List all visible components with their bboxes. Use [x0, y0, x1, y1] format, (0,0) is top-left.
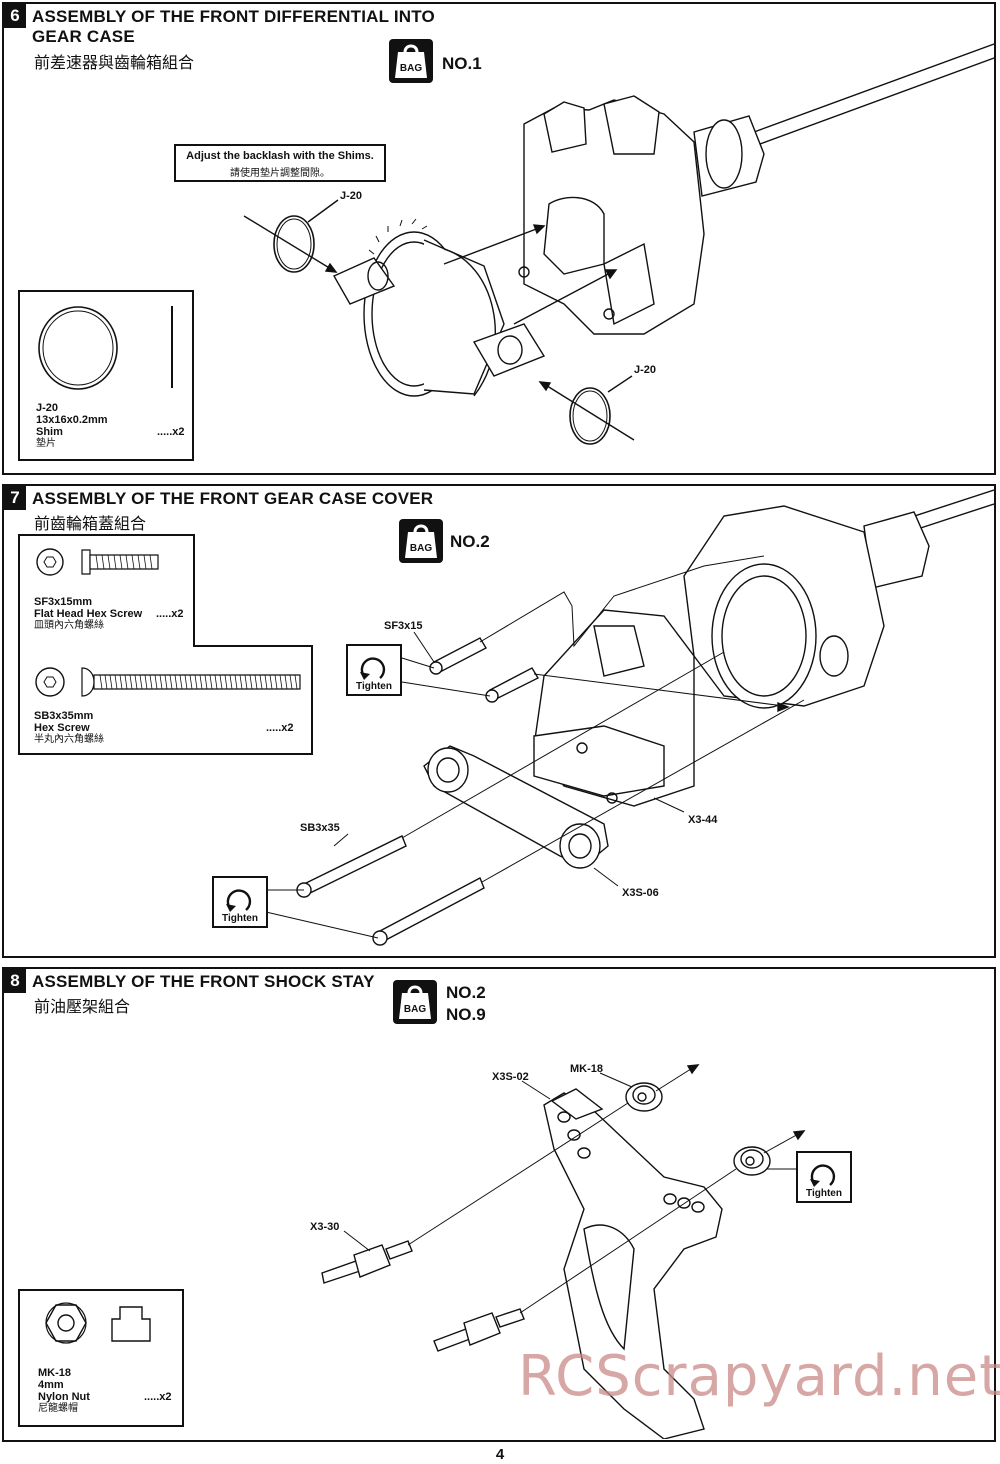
step-title: ASSEMBLY OF THE FRONT SHOCK STAY: [32, 972, 375, 991]
step-7-section: 7 ASSEMBLY OF THE FRONT GEAR CASE COVER …: [2, 484, 996, 958]
step-subtitle-cn: 前油壓架組合: [34, 997, 131, 1016]
nylon-nut-icon: [45, 1302, 151, 1344]
shim-ring-icon: [38, 306, 173, 390]
page-number: 4: [495, 1446, 505, 1463]
callout-x3s-02: X3S-02: [492, 1071, 529, 1083]
step-number: 6: [4, 4, 26, 28]
part-list-box: [18, 534, 313, 755]
bag-number-label: NO.2: [450, 532, 490, 551]
part-quantity: .....x2: [144, 1391, 172, 1403]
part-quantity: .....x2: [156, 608, 184, 620]
rotate-clockwise-icon: [360, 657, 386, 680]
watermark: RCScrapyard.net: [518, 1344, 1000, 1409]
step-6-section: 6 ASSEMBLY OF THE FRONT DIFFERENTIAL INT…: [2, 2, 996, 475]
backlash-note: Adjust the backlash with the Shims. 請使用墊…: [174, 144, 386, 182]
bag-icon: BAG: [399, 519, 443, 563]
callout-x3s-06: X3S-06: [622, 887, 659, 899]
rotate-clockwise-icon: [226, 889, 252, 912]
gear-case-cover-drawing: [265, 489, 994, 946]
part-quantity: .....x2: [157, 426, 185, 438]
svg-text:BAG: BAG: [410, 543, 432, 554]
callout-x3-44: X3-44: [688, 814, 718, 826]
svg-text:BAG: BAG: [400, 63, 422, 74]
bag-number-label: NO.9: [446, 1005, 486, 1024]
step-subtitle-cn: 前齒輪箱蓋組合: [34, 514, 147, 533]
callout-x3-30: X3-30: [310, 1221, 340, 1233]
tighten-indicator: Tighten: [796, 1151, 852, 1203]
tighten-indicator: Tighten: [212, 876, 268, 928]
step-8-section: 8 ASSEMBLY OF THE FRONT SHOCK STAY 前油壓架組…: [2, 967, 996, 1442]
callout-sf3x15: SF3x15: [384, 620, 423, 632]
callout-sb3x35: SB3x35: [300, 822, 340, 834]
svg-text:BAG: BAG: [404, 1004, 426, 1015]
callout-j20-top: J-20: [340, 190, 363, 202]
step-number: 8: [4, 969, 26, 993]
front-shock-stay-drawing: [321, 1064, 806, 1439]
step-subtitle-cn: 前差速器與齒輪箱組合: [34, 53, 195, 72]
tighten-indicator: Tighten: [346, 644, 402, 696]
callout-mk-18: MK-18: [570, 1063, 604, 1075]
front-differential-drawing: [243, 43, 994, 445]
bag-number-label: NO.2: [446, 983, 486, 1002]
bag-number-label: NO.1: [442, 54, 482, 73]
part-quantity: .....x2: [266, 722, 294, 734]
rotate-clockwise-icon: [810, 1164, 836, 1187]
callout-j20-bottom: J-20: [634, 364, 657, 376]
bag-icon: BAG: [389, 39, 433, 83]
step-title: ASSEMBLY OF THE FRONT GEAR CASE COVER: [32, 489, 434, 508]
bag-icon: BAG: [393, 980, 437, 1024]
step-title: ASSEMBLY OF THE FRONT DIFFERENTIAL INTO …: [32, 7, 435, 46]
part-list-box: MK-18 4mm Nylon Nut 尼龍螺帽 .....x2: [18, 1289, 184, 1427]
step-number: 7: [4, 486, 26, 510]
part-list-box: J-20 13x16x0.2mm Shim 墊片 .....x2: [18, 290, 194, 461]
